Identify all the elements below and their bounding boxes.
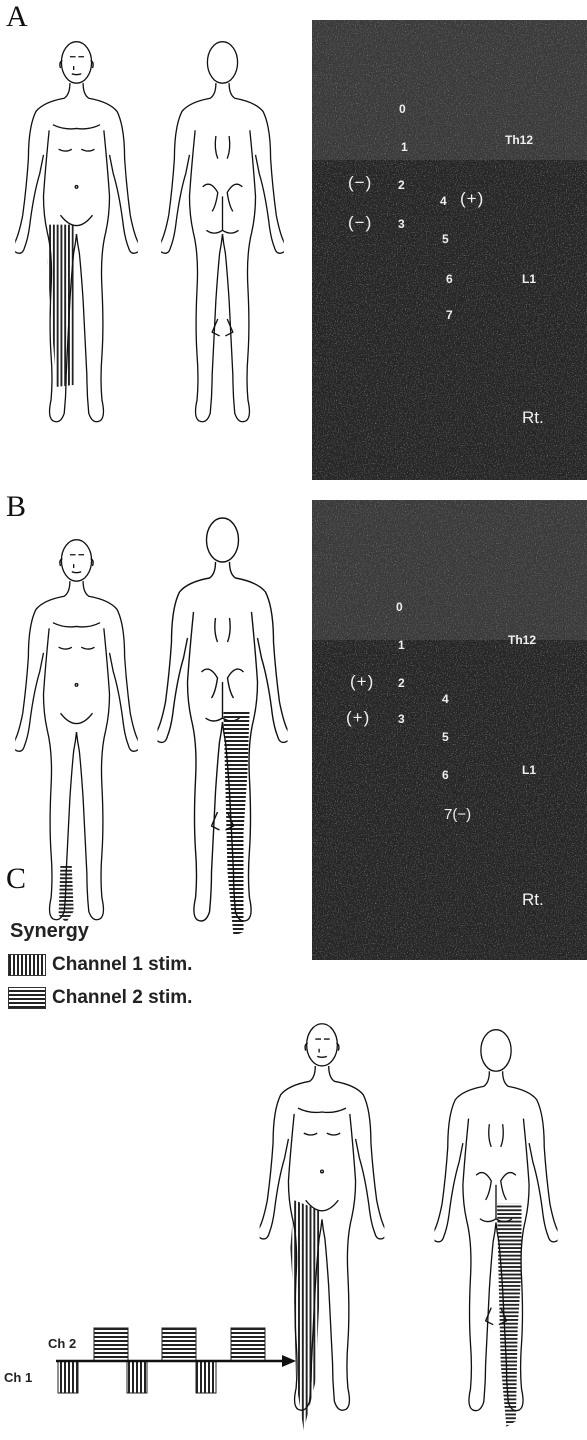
side-label-rt: Rt. (522, 408, 544, 428)
legend-title: Synergy (10, 920, 89, 943)
xray-image-a: 0 1 2 3 4 5 6 7 (−) (−) (+) Th12 L1 Rt. (312, 20, 587, 480)
back-body-figure-a (150, 36, 295, 451)
contact-2: 2 (398, 178, 405, 192)
legend-item-channel-2: Channel 2 stim. (8, 987, 192, 1009)
contact-6: 6 (442, 768, 449, 782)
contact-3: 3 (398, 217, 405, 231)
front-body-figure-a (4, 36, 149, 451)
panel-letter-a: A (6, 0, 28, 34)
polarity-marker: (+) (460, 189, 484, 209)
contact-4: 4 (442, 692, 449, 706)
ch2-pulse (94, 1328, 128, 1361)
ch1-pulse (196, 1361, 216, 1393)
contact-5: 5 (442, 730, 449, 744)
shaded-region-channel-2 (497, 1204, 522, 1427)
panel-letter-b: B (6, 490, 26, 524)
contact-0: 0 (399, 102, 406, 116)
legend-label: Channel 1 stim. (52, 954, 192, 976)
polarity-marker: (−) (348, 173, 372, 193)
contact-5: 5 (442, 232, 449, 246)
polarity-marker: (−) (348, 213, 372, 233)
contact-6: 6 (446, 272, 453, 286)
horizontal-stripes-swatch-icon (8, 987, 46, 1009)
ch1-pulse (58, 1361, 78, 1393)
vertebra-label-th12: Th12 (505, 133, 533, 147)
contact-7: 7 (446, 308, 453, 322)
ch2-pulse (162, 1328, 196, 1361)
side-label-rt: Rt. (522, 890, 544, 910)
back-body-figure-b (150, 512, 295, 952)
contact-0: 0 (396, 600, 403, 614)
contact-4: 4 (440, 194, 447, 208)
vertebra-label-l1: L1 (522, 272, 536, 286)
xray-noise-a (312, 20, 587, 480)
xray-image-b: 0 1 2 3 4 5 6 7(−) (+) (+) Th12 L1 Rt. (312, 500, 587, 960)
front-body-figure-c (236, 1018, 408, 1440)
contact-1: 1 (401, 140, 408, 154)
contact-7: 7(−) (444, 806, 471, 823)
vertical-stripes-swatch-icon (8, 954, 46, 976)
back-body-figure-c (410, 1024, 582, 1440)
vertebra-label-l1: L1 (522, 763, 536, 777)
contact-1: 1 (398, 638, 405, 652)
contact-2: 2 (398, 676, 405, 690)
vertebra-label-th12: Th12 (508, 633, 536, 647)
legend-item-channel-1: Channel 1 stim. (8, 954, 192, 976)
contact-3: 3 (398, 712, 405, 726)
panel-letter-c: C (6, 862, 26, 896)
legend-label: Channel 2 stim. (52, 987, 192, 1009)
shaded-region-posterior-leg (224, 712, 250, 936)
polarity-marker: (+) (350, 672, 374, 692)
ch1-pulse (127, 1361, 147, 1393)
xray-noise-b (312, 500, 587, 960)
polarity-marker: (+) (346, 708, 370, 728)
